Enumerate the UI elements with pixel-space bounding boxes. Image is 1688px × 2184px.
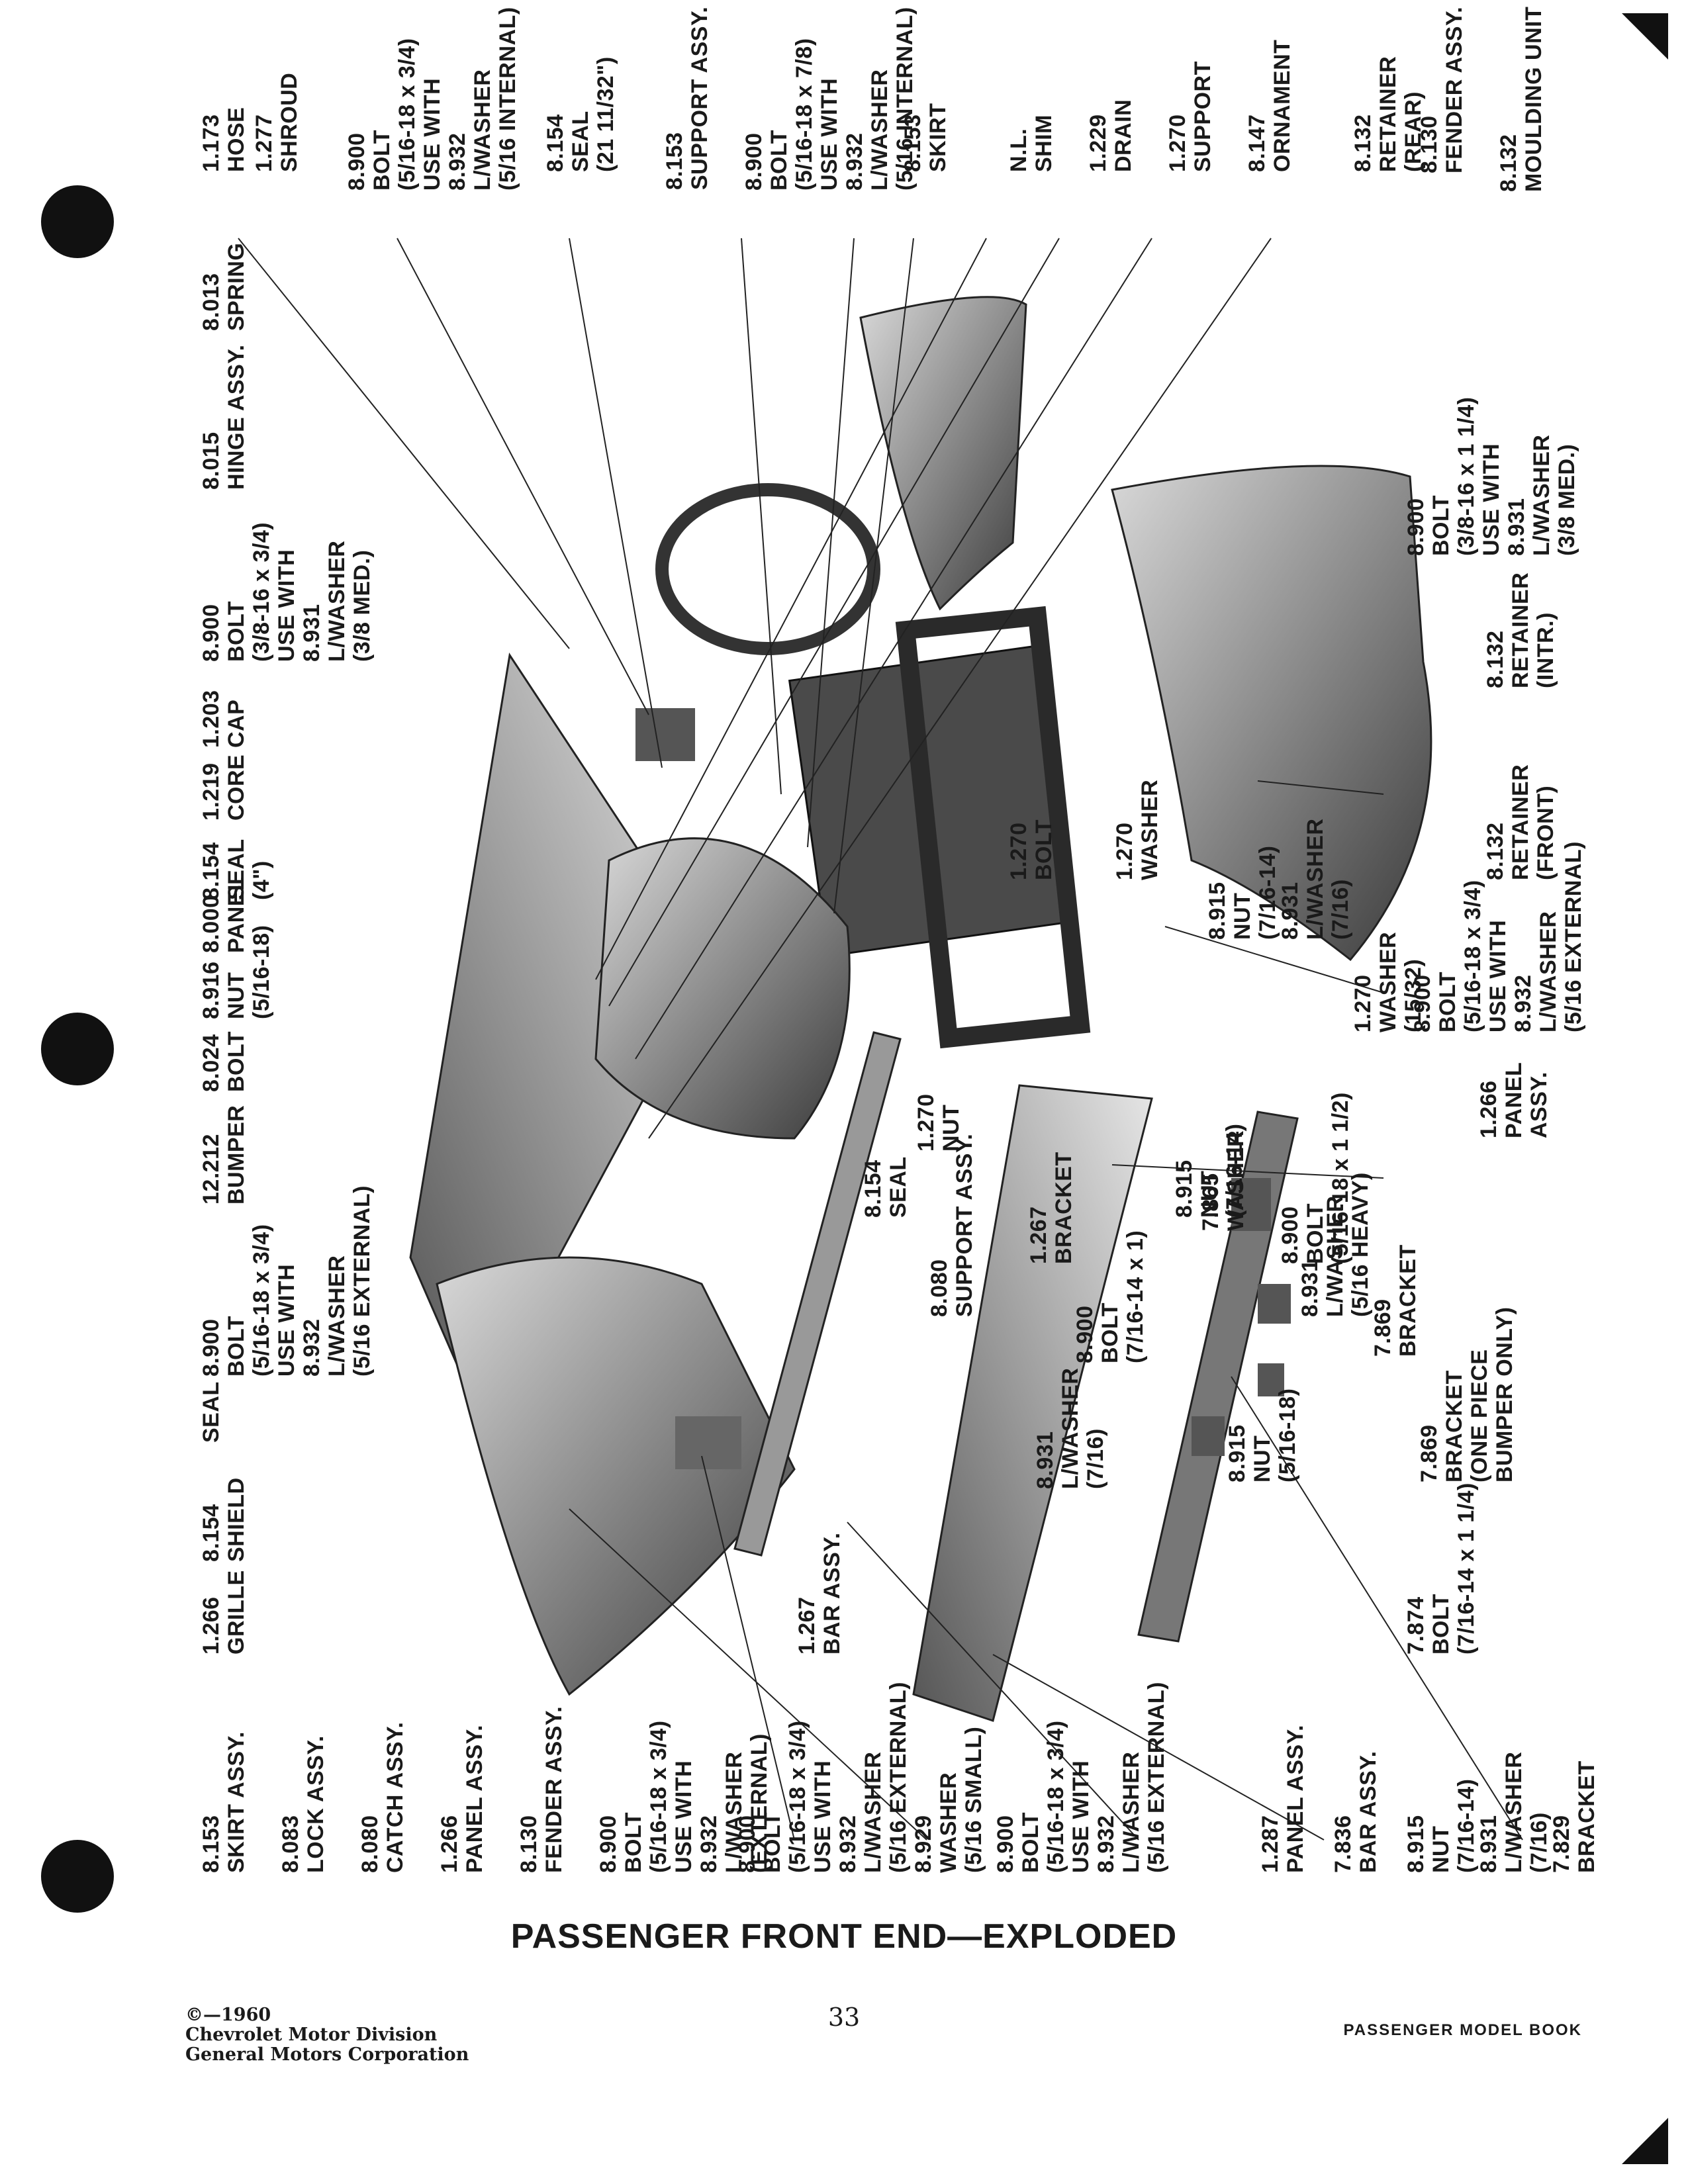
callout-label: 8.153 SUPPORT ASSY. xyxy=(662,7,712,191)
callout-label: 8.915 NUT (7/16-14) xyxy=(1403,1778,1479,1873)
callout-label: 8.931 L/WASHER (7/16) xyxy=(1278,818,1353,940)
shroud-shape xyxy=(655,483,880,655)
callout-label: 1.266 PANEL ASSY. xyxy=(437,1724,487,1873)
callout-label: 8.154 SEAL xyxy=(861,1156,911,1218)
callout-label: 7.865 WASHER xyxy=(1198,1130,1248,1231)
bracket-shape xyxy=(1258,1363,1284,1396)
callout-label: 8.132 MOULDING UNIT xyxy=(1496,7,1546,193)
callout-label: 1.266 GRILLE xyxy=(199,1570,249,1655)
callout-label: 1.270 BOLT xyxy=(1006,819,1056,880)
callout-label: 8.154 SHIELD xyxy=(199,1477,249,1562)
corner-mark-icon xyxy=(1622,2118,1668,2164)
callout-label: N.L. SHIM xyxy=(1006,114,1056,172)
callout-label: 8.080 CATCH ASSY. xyxy=(357,1721,408,1873)
callout-label: 1.203 CAP xyxy=(199,690,249,748)
callout-label: 8.024 BOLT xyxy=(199,1030,249,1092)
binder-hole xyxy=(41,1013,114,1085)
callout-label: SEAL xyxy=(199,1381,224,1443)
radiator-support-shape xyxy=(895,606,1091,1049)
hinge-shape xyxy=(635,708,695,761)
callout-label: 7.869 BRACKET xyxy=(1370,1244,1421,1357)
exploded-parts-drawing xyxy=(238,238,1523,1841)
corporation-name: General Motors Corporation xyxy=(185,2044,469,2065)
callout-label: 8.132 RETAINER (REAR) xyxy=(1350,56,1426,172)
callout-label: 8.900 BOLT (7/16-14 x 1) xyxy=(1072,1230,1148,1363)
callout-label: 1.267 BRACKET xyxy=(1026,1152,1076,1264)
callout-label: 8.130 FENDER ASSY. xyxy=(516,1706,567,1873)
callout-label: 1.219 CORE xyxy=(199,754,249,821)
callout-label: 7.829 BRACKET xyxy=(1549,1760,1599,1873)
callout-label: 8.080 SUPPORT ASSY. xyxy=(927,1133,977,1317)
leader-lines xyxy=(238,238,1523,1841)
callout-label: 8.153 SKIRT ASSY. xyxy=(199,1731,249,1873)
callout-label: 8.130 FENDER ASSY. xyxy=(1417,7,1467,174)
callout-label: 1.287 PANEL ASSY. xyxy=(1258,1724,1308,1873)
callout-label: 8.153 SKIRT xyxy=(900,103,951,173)
callout-label: 1.270 WASHER xyxy=(1112,779,1162,880)
callout-label: 8.900 BOLT (5/16-18 x 3/4) USE WITH 8.93… xyxy=(199,1185,375,1377)
page-title: PASSENGER FRONT END—EXPLODED xyxy=(510,1917,1178,1956)
bumper-bar-shape xyxy=(912,1084,1153,1722)
bracket-shape xyxy=(1231,1178,1271,1231)
callout-label: 8.900 BOLT (3/8-16 x 1 1/4) USE WITH 8.9… xyxy=(1403,396,1579,556)
callout-label: 1.277 SHROUD xyxy=(252,72,302,172)
callout-label: 1.267 BAR ASSY. xyxy=(794,1532,845,1655)
bar-assy-shape xyxy=(1137,1111,1299,1643)
bracket-shape xyxy=(1258,1284,1291,1324)
callout-label: 8.900 BOLT (5/16-18 x 3/4) USE WITH 8.93… xyxy=(993,1682,1169,1873)
division-name: Chevrolet Motor Division xyxy=(185,2025,438,2045)
callout-label: 1.266 PANEL ASSY. xyxy=(1476,1062,1552,1138)
callout-label: 1.270 SUPPORT xyxy=(1165,61,1215,172)
callout-label: 8.900 BOLT (3/8-16 x 3/4) USE WITH 8.931… xyxy=(199,522,375,662)
skirt-shape xyxy=(859,296,1027,611)
callout-label: 8.015 HINGE ASSY. xyxy=(199,344,249,490)
callout-label: 8.154 SEAL (21 11/32") xyxy=(543,56,618,172)
page-number: 33 xyxy=(827,2003,861,2032)
front-skirt-shape xyxy=(594,837,851,1140)
grille-bar-shape xyxy=(733,1031,902,1557)
binder-hole xyxy=(41,1840,114,1913)
callout-label: 8.083 LOCK ASSY. xyxy=(278,1735,328,1873)
callout-label: 8.931 L/WASHER (7/16) xyxy=(1033,1367,1108,1489)
callout-label: 8.915 NUT (5/16-18) xyxy=(1225,1388,1300,1482)
callout-label: 8.900 BOLT (5/16-18 x 7/8) USE WITH 8.93… xyxy=(741,7,917,191)
callout-label: 7.836 BAR ASSY. xyxy=(1331,1751,1381,1873)
callout-label: 8.132 RETAINER (INTR.) xyxy=(1483,572,1558,688)
callout-label: 1.173 HOSE xyxy=(199,107,249,172)
callout-label: 8.013 SPRING xyxy=(199,242,249,331)
callout-label: 8.900 BOLT (5/16-18 x 3/4) USE WITH 8.93… xyxy=(735,1682,986,1873)
book-title: PASSENGER MODEL BOOK xyxy=(1343,2021,1582,2039)
copyright-year: ©—1960 xyxy=(185,2005,271,2025)
binder-hole xyxy=(41,185,114,258)
callout-label: 7.874 BOLT (7/16-14 x 1 1/4) xyxy=(1403,1482,1479,1655)
fender-assy-shape xyxy=(1111,465,1432,962)
callout-label: 7.869 BRACKET (ONE PIECE BUMPER ONLY) xyxy=(1417,1306,1517,1482)
callout-label: 8.900 BOLT (5/16-18 x 3/4) USE WITH 8.93… xyxy=(1410,841,1586,1032)
bracket-shape xyxy=(1192,1416,1225,1456)
callout-label: 8.931 L/WASHER (7/16) xyxy=(1476,1751,1552,1873)
callout-label: 8.931 L/WASHER (5/16 HEAVY) xyxy=(1297,1172,1373,1317)
callout-label: 8.915 NUT (7/16-14) xyxy=(1205,845,1280,940)
corner-mark-icon xyxy=(1622,13,1668,60)
callout-label: 8.916 NUT (5/16-18) xyxy=(199,925,274,1019)
bracket-shape xyxy=(675,1416,741,1469)
callout-label: 1.229 DRAIN xyxy=(1086,99,1136,172)
front-fender-shape xyxy=(436,1256,796,1696)
callout-label: 8.900 BOLT (5/16-18 x 3/4) USE WITH 8.93… xyxy=(344,7,520,191)
copyright-block: ©—1960 Chevrolet Motor Division General … xyxy=(185,2005,469,2065)
callout-label: 8.147 ORNAMENT xyxy=(1244,39,1295,172)
